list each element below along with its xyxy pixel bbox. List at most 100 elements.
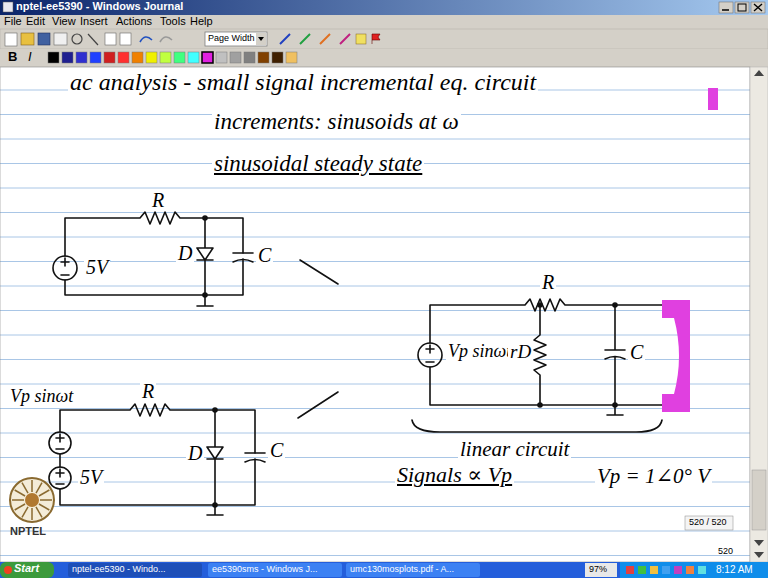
ruled-line — [0, 408, 750, 409]
component-label: R — [140, 381, 156, 402]
start-flag — [4, 566, 12, 574]
color-swatch — [272, 52, 283, 63]
ruled-line — [0, 506, 750, 507]
color-swatch — [132, 52, 143, 63]
ruled-line — [0, 261, 750, 262]
ruled-line — [0, 457, 750, 458]
pink-marker — [708, 88, 718, 110]
ruled-line — [0, 212, 750, 213]
color-swatch — [160, 52, 171, 63]
dc-circuit — [53, 212, 253, 306]
bold-button: B — [8, 50, 17, 64]
scroll-thumb — [752, 470, 766, 530]
color-swatch — [202, 52, 213, 63]
ruled-line — [0, 335, 750, 336]
color-swatch — [62, 52, 73, 63]
task-button — [68, 563, 202, 577]
task-label: umc130mosplots.pdf - A... — [350, 565, 454, 574]
note: Signals ∝ Vp — [395, 463, 514, 486]
note: linear circuit — [458, 438, 571, 460]
component-label: R — [150, 190, 166, 211]
nptel-logo — [10, 478, 54, 522]
note: increments: sinusoids at ω — [212, 110, 461, 134]
zoom-level: 97% — [589, 565, 607, 574]
bracket — [412, 420, 662, 432]
component-label: D — [186, 443, 204, 464]
page-number-box — [685, 516, 733, 530]
title-bar — [0, 0, 768, 15]
task-button — [346, 563, 480, 577]
component-label: C — [268, 440, 285, 461]
ruled-line — [0, 188, 750, 189]
signal-label: Vp sinωt — [446, 342, 513, 361]
component-label: D — [176, 243, 194, 264]
ruled-line — [0, 384, 750, 385]
page-border — [0, 67, 750, 562]
menu-item: Edit — [26, 16, 45, 28]
arrow-stroke — [300, 260, 338, 284]
menu-item: Actions — [116, 16, 152, 28]
menu-item: Help — [190, 16, 213, 28]
window-title: nptel-ee5390 - Windows Journal — [16, 1, 183, 13]
menu-item: File — [4, 16, 22, 28]
arrow-stroke — [298, 392, 338, 418]
component-label: rD — [508, 342, 533, 362]
color-swatch — [216, 52, 227, 63]
taskbar — [0, 562, 768, 578]
zoom-box — [585, 563, 617, 577]
color-swatches — [48, 52, 297, 63]
color-swatch — [286, 52, 297, 63]
zoom-dropdown: Page Width — [208, 34, 255, 43]
start-button — [0, 562, 54, 578]
color-swatch — [174, 52, 185, 63]
ruled-line — [0, 310, 750, 311]
note: Vp = 1∠0° V — [595, 465, 712, 487]
component-label: 5V — [84, 257, 110, 278]
component-label: C — [628, 342, 645, 363]
app-icon — [3, 2, 13, 12]
logo-text: NPTEL — [10, 526, 46, 538]
task-label: ee5390sms - Windows J... — [212, 565, 318, 574]
tray-icons — [626, 566, 706, 574]
menu-bar — [0, 15, 768, 29]
page-number: 520 — [718, 547, 733, 556]
color-swatch — [90, 52, 101, 63]
scrollbar — [750, 67, 768, 562]
note: sinusoidal steady state — [212, 152, 424, 176]
italic-button: I — [28, 50, 32, 64]
page — [0, 67, 750, 562]
color-swatch — [258, 52, 269, 63]
menu-item: Insert — [80, 16, 108, 28]
ruled-line — [0, 531, 750, 532]
color-swatch — [244, 52, 255, 63]
ruled-line — [0, 555, 750, 556]
small-signal-circuit — [418, 299, 665, 415]
start-label: Start — [14, 563, 39, 575]
task-label: nptel-ee5390 - Windo... — [72, 565, 166, 574]
menu-item: Tools — [160, 16, 186, 28]
color-swatch — [76, 52, 87, 63]
ruled-line — [0, 286, 750, 287]
toolbar — [0, 29, 768, 49]
system-tray — [620, 562, 768, 578]
dc-plus-ac-circuit — [49, 404, 265, 515]
color-swatch — [188, 52, 199, 63]
clock: 8:12 AM — [716, 565, 753, 576]
color-swatch — [104, 52, 115, 63]
component-label: C — [256, 245, 273, 266]
color-swatch — [118, 52, 129, 63]
pink-bracket — [662, 300, 690, 412]
color-swatch — [230, 52, 241, 63]
format-toolbar — [0, 49, 768, 67]
menu-item: View — [52, 16, 76, 28]
ruled-line — [0, 237, 750, 238]
window-buttons — [719, 2, 765, 13]
color-swatch — [48, 52, 59, 63]
toolbar-icons — [5, 32, 380, 46]
ruled-line — [0, 139, 750, 140]
signal-label: Vp sinωt — [8, 387, 75, 406]
task-button — [208, 563, 342, 577]
color-swatch — [146, 52, 157, 63]
component-label: 5V — [78, 467, 104, 488]
component-label: R — [540, 272, 556, 293]
